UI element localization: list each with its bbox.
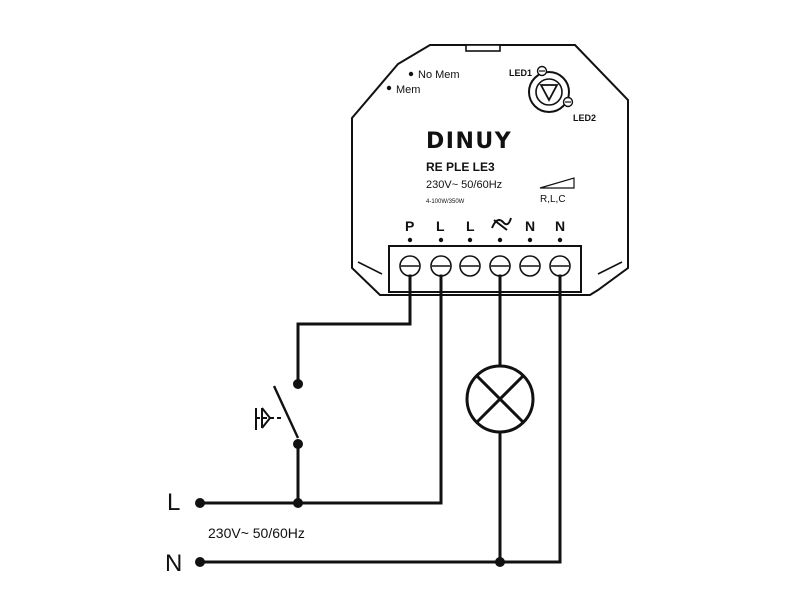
mode-no-mem-label: No Mem	[418, 69, 460, 81]
voltage-rating-label: 230V~ 50/60Hz	[426, 179, 502, 191]
terminal-block	[388, 245, 582, 293]
push-button-switch	[255, 379, 303, 449]
load-types-label: R,L,C	[540, 194, 566, 205]
mode-mem-label: Mem	[396, 84, 420, 96]
terminal-screws	[399, 255, 571, 277]
supply-l-terminal	[195, 498, 205, 508]
junction-dots	[195, 498, 505, 567]
terminal-label-l2: L	[466, 218, 475, 234]
terminal-label-n1: N	[525, 218, 535, 234]
program-button	[528, 65, 574, 113]
supply-line-label: L	[167, 489, 180, 516]
brand-logo: DINUY	[426, 129, 512, 154]
terminal-label-p: P	[405, 218, 414, 234]
lamp-terminal-symbol-icon	[491, 217, 512, 231]
terminal-dots	[407, 237, 563, 243]
led1-label: LED1	[509, 68, 532, 78]
mem-dot	[386, 85, 392, 91]
model-label: RE PLE LE3	[426, 160, 495, 174]
wires	[198, 274, 562, 564]
power-rating-label: 4-100W/350W	[426, 199, 465, 205]
lamp-symbol	[465, 364, 535, 434]
supply-neutral-label: N	[165, 550, 182, 577]
supply-voltage-label: 230V~ 50/60Hz	[208, 525, 305, 541]
terminal-label-n2: N	[555, 218, 565, 234]
supply-n-terminal	[195, 557, 205, 567]
load-ramp-icon	[539, 177, 575, 189]
no-mem-dot	[408, 71, 414, 77]
terminal-label-l1: L	[436, 218, 445, 234]
led2-label: LED2	[573, 113, 596, 123]
